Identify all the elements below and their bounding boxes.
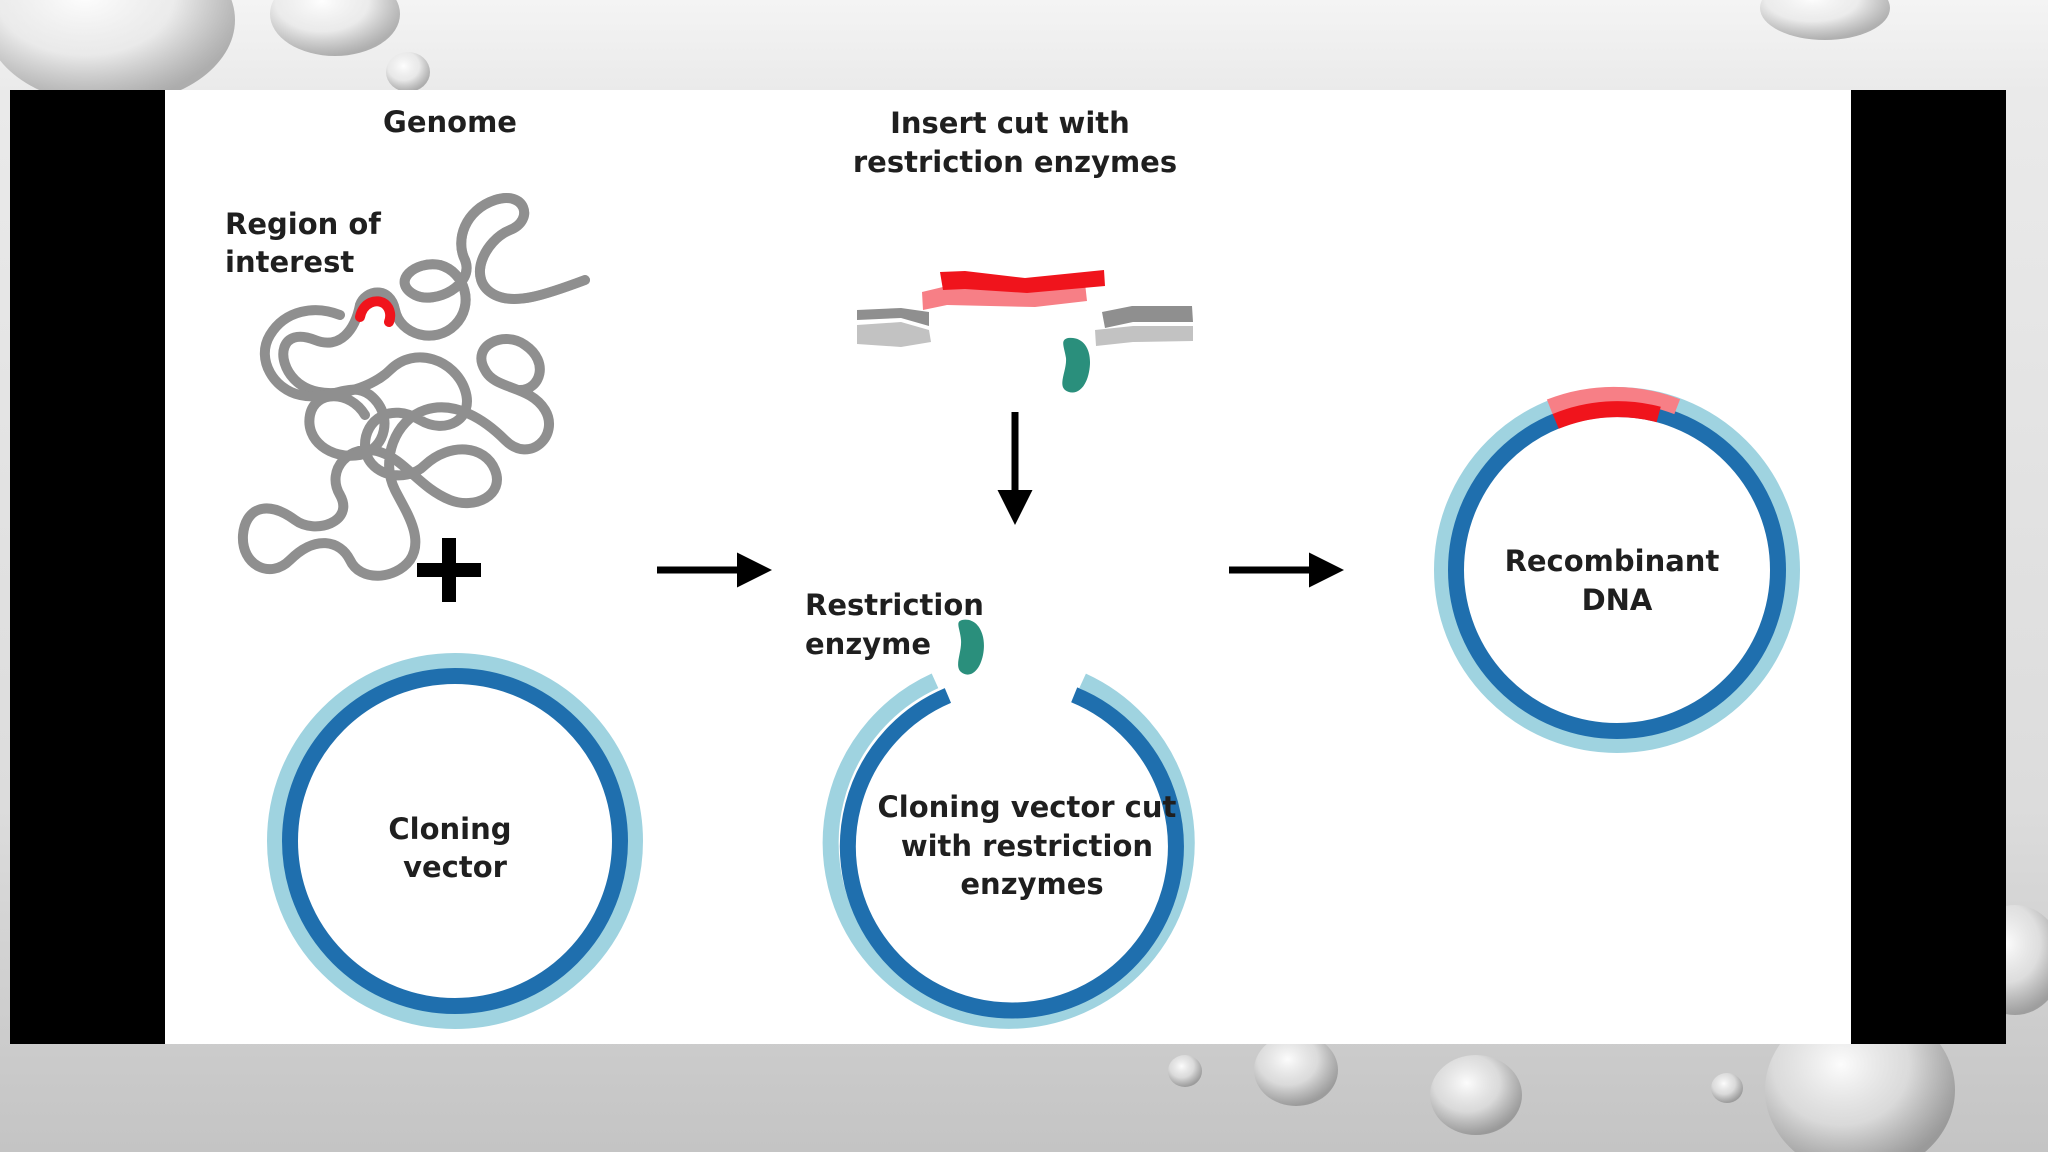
- vector-outer-ring: [267, 653, 643, 1029]
- cloning-vector-plasmid: [267, 653, 643, 1029]
- dna-strand: [259, 305, 390, 461]
- droplet: [0, 0, 235, 105]
- right-genome-fragment: [1102, 306, 1193, 328]
- cut-vector-line-2: with restriction: [901, 829, 1153, 863]
- insert-cut-line-2: restriction enzymes: [853, 145, 1177, 179]
- diagram-frame: Genome Region of interest: [10, 90, 2006, 1044]
- diagram-panel: Genome Region of interest: [165, 90, 1851, 1044]
- recombinant-insert-pink: [1546, 386, 1681, 415]
- restriction-enzyme-top: [1062, 337, 1091, 393]
- cloning-vector-label: Cloning vector: [388, 812, 521, 884]
- droplet: [1254, 1034, 1338, 1106]
- recombinant-dna-label: Recombinant DNA: [1505, 544, 1730, 617]
- region-of-interest-line-1: Region of: [225, 207, 381, 241]
- region-of-interest-label: Region of interest: [225, 207, 391, 279]
- region-of-interest-line-2: interest: [225, 245, 354, 279]
- recombinant-line-2: DNA: [1582, 583, 1653, 617]
- genome-dna-strand: [237, 193, 590, 581]
- insert-cut-line-1: Insert cut with: [890, 106, 1130, 140]
- cut-vector-inner-ring: [839, 687, 1184, 1019]
- dna-strand: [237, 193, 590, 581]
- insert-red-strand: [940, 270, 1105, 293]
- insert-fragments: [857, 270, 1193, 393]
- cloning-vector-line-2: vector: [403, 850, 508, 884]
- genome-label: Genome: [383, 105, 517, 139]
- droplet: [1430, 1055, 1522, 1135]
- plus-icon-horizontal: [417, 563, 481, 577]
- right-genome-fragment-light: [1095, 326, 1193, 346]
- restriction-enzyme-label: Restriction enzyme: [805, 588, 994, 661]
- recombinant-dna-plasmid: [1434, 386, 1800, 753]
- droplet: [1760, 0, 1890, 40]
- droplet: [1168, 1055, 1202, 1087]
- region-of-interest-highlight: [355, 296, 396, 327]
- vector-inner-ring: [282, 668, 628, 1014]
- plus-icon: [417, 538, 481, 602]
- cloning-diagram: Genome Region of interest: [225, 105, 1800, 1029]
- left-genome-fragment-light: [857, 322, 931, 347]
- insert-cut-label: Insert cut with restriction enzymes: [853, 106, 1177, 179]
- left-genome-fragment: [857, 308, 929, 326]
- cut-vector-label: Cloning vector cut with restriction enzy…: [878, 790, 1187, 901]
- cut-vector-line-3: enzymes: [960, 867, 1103, 901]
- cut-vector-outer-ring: [822, 673, 1195, 1029]
- cloning-vector-line-1: Cloning: [388, 812, 511, 846]
- droplet: [1711, 1073, 1743, 1103]
- restriction-enzyme-icon: [958, 619, 984, 675]
- droplet: [386, 52, 430, 92]
- restriction-enzyme-line-1: Restriction: [805, 588, 984, 622]
- recombinant-line-1: Recombinant: [1505, 544, 1720, 578]
- cut-cloning-vector-plasmid: [822, 673, 1195, 1029]
- droplet: [270, 0, 400, 56]
- cut-vector-line-1: Cloning vector cut: [878, 790, 1177, 824]
- restriction-enzyme-line-2: enzyme: [805, 627, 931, 661]
- recombinant-insert-red: [1552, 401, 1661, 429]
